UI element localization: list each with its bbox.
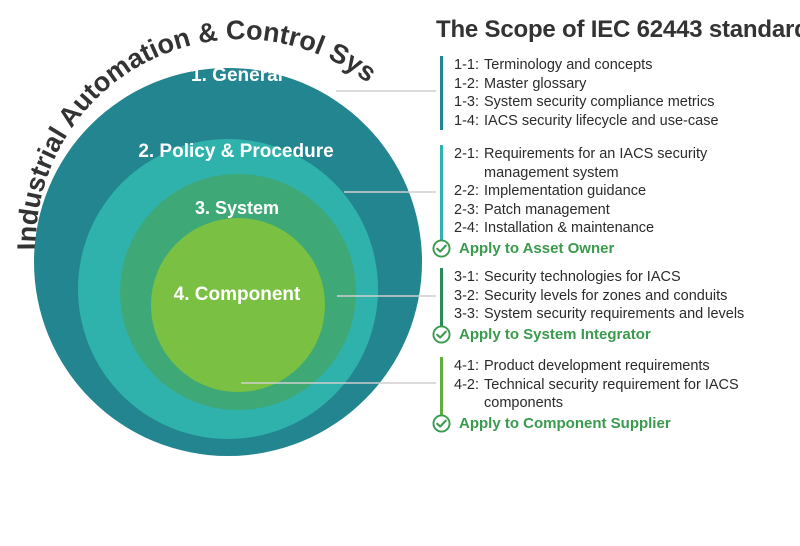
- apply-label: Apply to Asset Owner: [459, 239, 615, 257]
- list-item: 2-4: Installation & maintenance: [454, 219, 790, 238]
- item-text: System security compliance metrics: [484, 94, 715, 110]
- check-circle-icon: [432, 238, 451, 258]
- list-item: 2-3: Patch management: [454, 201, 790, 220]
- item-text: IACS security lifecycle and use-case: [484, 112, 719, 129]
- apply-label: Apply to System Integrator: [459, 325, 651, 343]
- list-item: 3-1: Security technologies for IACS: [454, 268, 790, 287]
- item-code: 3-1:: [454, 269, 479, 285]
- group-bar: [440, 145, 443, 244]
- group-bar: [440, 56, 443, 130]
- ring-label-system: 3. System: [195, 198, 279, 218]
- item-text: System security requirements and levels: [484, 306, 745, 322]
- scope-list: 4-1: Product development requirements 4-2…: [440, 357, 790, 413]
- item-code: 1-1:: [454, 57, 479, 73]
- check-circle-icon: [432, 324, 451, 344]
- item-code: 4-2:: [454, 376, 479, 393]
- item-code: 3-2:: [454, 287, 479, 304]
- scope-list: 2-1: Requirements for an IACS security ma…: [440, 145, 790, 238]
- apply-to-component-supplier: Apply to Component Supplier: [432, 413, 790, 433]
- list-item: 1-3: System security compliance metrics: [454, 93, 790, 112]
- scope-group-component: 4-1: Product development requirements 4-2…: [432, 357, 790, 433]
- item-code: 1-3:: [454, 94, 479, 110]
- item-code: 1-4:: [454, 112, 479, 129]
- scope-list: 1-1: Terminology and concepts 1-2: Master …: [440, 56, 790, 130]
- ring-label-policy-procedure: 2. Policy & Procedure: [138, 141, 333, 162]
- list-item: 1-4: IACS security lifecycle and use-case: [454, 112, 790, 131]
- item-code: 1-2:: [454, 75, 479, 92]
- item-code: 4-1:: [454, 358, 479, 374]
- list-item: 1-2: Master glossary: [454, 75, 790, 94]
- check-circle-icon: [432, 413, 451, 433]
- item-code: 2-1:: [454, 146, 479, 162]
- apply-to-asset-owner: Apply to Asset Owner: [432, 238, 790, 258]
- list-item: 2-1: Requirements for an IACS security ma…: [454, 145, 790, 182]
- ring-label-general: 1. General: [191, 65, 283, 86]
- item-text: Requirements for an IACS security manage…: [484, 146, 708, 181]
- item-text: Patch management: [484, 201, 610, 218]
- item-text: Installation & maintenance: [484, 220, 655, 236]
- item-text: Technical security requirement for IACS …: [484, 376, 739, 412]
- item-text: Terminology and concepts: [484, 57, 653, 73]
- item-code: 2-4:: [454, 220, 479, 236]
- item-text: Implementation guidance: [484, 183, 647, 199]
- item-code: 2-3:: [454, 201, 479, 218]
- apply-label: Apply to Component Supplier: [459, 414, 671, 432]
- item-code: 2-2:: [454, 183, 479, 199]
- scope-group-system: 3-1: Security technologies for IACS 3-2: S…: [432, 268, 790, 344]
- list-item: 4-2: Technical security requirement for I…: [454, 376, 790, 413]
- group-bar: [440, 357, 443, 419]
- list-item: 3-3: System security requirements and lev…: [454, 305, 790, 324]
- scope-group-policy-procedure: 2-1: Requirements for an IACS security ma…: [432, 145, 790, 258]
- group-bar: [440, 268, 443, 330]
- list-item: 1-1: Terminology and concepts: [454, 56, 790, 75]
- item-text: Security levels for zones and conduits: [484, 287, 728, 304]
- ring-label-component: 4. Component: [174, 284, 301, 305]
- item-code: 3-3:: [454, 306, 479, 322]
- scope-group-general: 1-1: Terminology and concepts 1-2: Master …: [440, 56, 790, 130]
- ring-component: [151, 218, 325, 392]
- apply-to-system-integrator: Apply to System Integrator: [432, 324, 790, 344]
- item-text: Master glossary: [484, 75, 587, 92]
- scope-title: The Scope of IEC 62443 standard: [436, 16, 800, 43]
- scope-list: 3-1: Security technologies for IACS 3-2: S…: [440, 268, 790, 324]
- list-item: 4-1: Product development requirements: [454, 357, 790, 376]
- item-text: Product development requirements: [484, 358, 710, 374]
- list-item: 2-2: Implementation guidance: [454, 182, 790, 201]
- item-text: Security technologies for IACS: [484, 269, 681, 285]
- list-item: 3-2: Security levels for zones and condui…: [454, 287, 790, 306]
